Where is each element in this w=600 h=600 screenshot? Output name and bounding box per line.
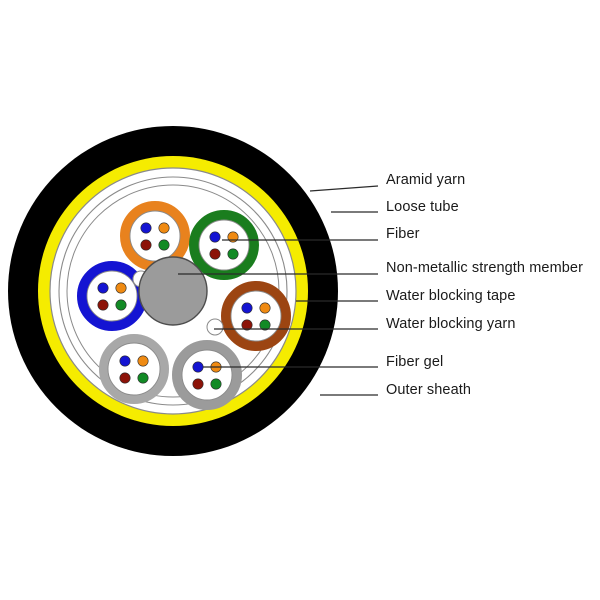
fiber-5-2: [137, 355, 149, 367]
loose-tube-wall: [99, 334, 169, 404]
label-fiber-gel: Fiber gel: [386, 354, 444, 370]
loose-tube-green: [189, 210, 259, 280]
wb-yarn-right: [206, 318, 224, 336]
label-strength-member: Non-metallic strength member: [386, 260, 584, 276]
fiber-gel-fill: [230, 290, 282, 342]
fiber-4-1: [241, 302, 253, 314]
fiber-4-2: [259, 302, 271, 314]
loose-tube-blue: [77, 261, 147, 331]
fiber-gel-fill: [129, 210, 181, 262]
fiber-3-2: [115, 282, 127, 294]
non-metallic-strength-member: [138, 256, 208, 326]
fiber-1-2: [158, 222, 170, 234]
fiber-2-3: [209, 248, 221, 260]
fiber-4-4: [259, 319, 271, 331]
label-aramid-yarn-leader: [309, 185, 379, 192]
fiber-6-4: [210, 378, 222, 390]
fiber-4-3: [241, 319, 253, 331]
label-loose-tube: Loose tube: [386, 199, 459, 215]
loose-tube-white: [99, 334, 169, 404]
fiber-5-1: [119, 355, 131, 367]
fiber-gel-fill: [198, 219, 250, 271]
loose-tube-wall: [172, 340, 242, 410]
label-aramid-yarn: Aramid yarn: [386, 172, 466, 188]
fiber-gel-fill: [107, 342, 161, 396]
label-outer-sheath: Outer sheath: [386, 382, 472, 398]
label-water-blocking-tape: Water blocking tape: [386, 288, 516, 304]
loose-tube-brown: [221, 281, 291, 351]
loose-tube-wall: [221, 281, 291, 351]
fiber-3-4: [115, 299, 127, 311]
fiber-gel-fill: [86, 270, 138, 322]
leader-lines-group: [178, 185, 379, 396]
strength-member-core: [138, 256, 208, 326]
fiber-1-3: [140, 239, 152, 251]
label-fiber: Fiber: [386, 226, 420, 242]
fiber-3-3: [97, 299, 109, 311]
fiber-5-3: [119, 372, 131, 384]
fiber-6-1: [192, 361, 204, 373]
loose-tube-gray: [172, 340, 242, 410]
fiber-2-4: [227, 248, 239, 260]
fiber-6-3: [192, 378, 204, 390]
label-water-blocking-yarn: Water blocking yarn: [386, 316, 516, 332]
fiber-1-4: [158, 239, 170, 251]
loose-tube-wall: [189, 210, 259, 280]
fiber-1-1: [140, 222, 152, 234]
fiber-2-1: [209, 231, 221, 243]
fiber-gel-fill: [181, 349, 233, 401]
fiber-3-1: [97, 282, 109, 294]
fiber-5-4: [137, 372, 149, 384]
